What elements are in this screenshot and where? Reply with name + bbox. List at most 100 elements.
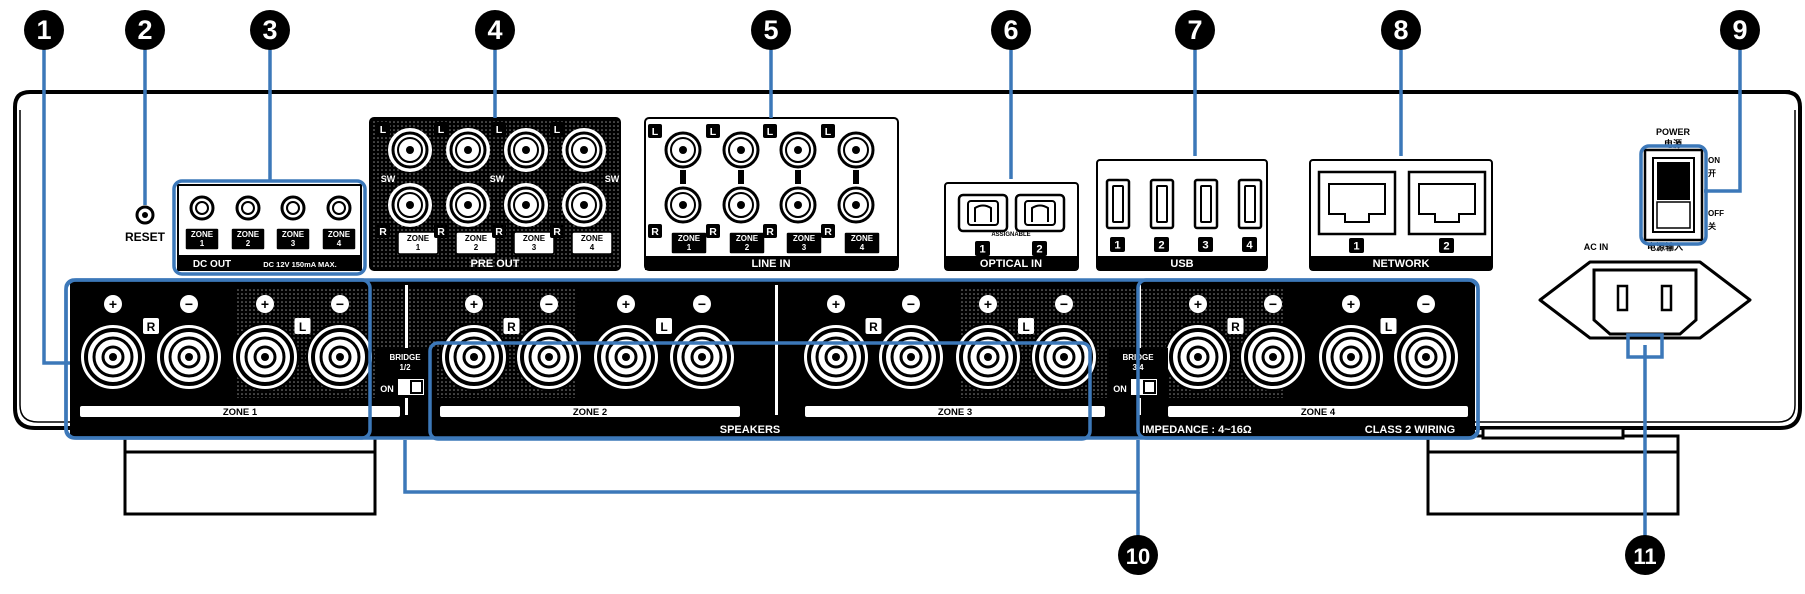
dc-out-zone-1-line: 1 xyxy=(200,239,205,248)
callout-number-1: 1 xyxy=(36,15,51,45)
speaker-terminal-1-minus-hole xyxy=(185,353,193,361)
pre-out-sw-2: SW xyxy=(490,174,505,184)
usb-port-num-4-box xyxy=(1242,237,1257,252)
pre-out-jack-l-4-pin xyxy=(580,146,588,154)
speaker-zone-2: ZONE 2 xyxy=(573,407,607,418)
speaker-channel-box-8 xyxy=(1380,318,1397,334)
line-in-r-1: R xyxy=(651,226,659,238)
pre-out-zone-4-box xyxy=(571,231,613,255)
line-in-zone-1-box xyxy=(670,231,708,255)
usb-port-num-2-box xyxy=(1154,237,1169,252)
speaker-minus-mark-6 xyxy=(1055,295,1073,313)
network-port-1-socket xyxy=(1328,183,1386,223)
line-in-l-4-box xyxy=(821,124,835,138)
speaker-terminal-7-plus-hole xyxy=(1194,353,1202,361)
callout-number-4: 4 xyxy=(487,15,502,45)
line-in-link-3 xyxy=(795,170,801,184)
optical-port-num-2: 2 xyxy=(1036,244,1042,256)
speaker-channel-box-4 xyxy=(656,318,672,334)
callout-number-3: 3 xyxy=(262,15,277,45)
bridge-sub-1: 1/2 xyxy=(399,363,411,372)
pre-out-sw-3: SW xyxy=(605,174,620,184)
line-in-zone-2-box xyxy=(728,231,766,255)
speaker-plus-mark-2 xyxy=(256,295,274,313)
network-port-num-2-box xyxy=(1439,238,1454,253)
pre-out-r-1: R xyxy=(379,226,387,238)
usb-port-num-1: 1 xyxy=(1114,240,1120,252)
pre-out-r-3: R xyxy=(495,226,503,238)
callout-number-6: 6 xyxy=(1003,15,1018,45)
speaker-minus-mark-2 xyxy=(331,295,349,313)
speaker-plus-8: + xyxy=(1347,296,1355,312)
speaker-minus-mark-5 xyxy=(902,295,920,313)
usb-title: USB xyxy=(1170,258,1193,270)
speaker-plus-mark-6 xyxy=(979,295,997,313)
dc-out-zone-4-line: 4 xyxy=(337,239,342,248)
line-in-zone-3-box xyxy=(785,231,823,255)
power-off-cn: 关 xyxy=(1708,221,1716,231)
pre-out-r-3-box xyxy=(492,224,506,238)
line-in-zone-2-line: 2 xyxy=(745,243,750,252)
line-in-jack-l-2-pin xyxy=(737,146,745,154)
line-in-r-1-box xyxy=(648,224,662,238)
speaker-zone-3: ZONE 3 xyxy=(938,407,972,418)
pre-out-jack-l-3-pin xyxy=(522,146,530,154)
speaker-zone-bar-2 xyxy=(440,406,740,417)
speaker-minus-mark-4 xyxy=(693,295,711,313)
usb-port-num-2: 2 xyxy=(1158,240,1164,252)
ac-in-label: AC IN xyxy=(1584,242,1609,252)
speaker-terminal-2-plus-hole xyxy=(261,353,269,361)
usb-port-num-1-box xyxy=(1110,237,1125,252)
speaker-channel-box-7 xyxy=(1227,318,1244,334)
speaker-minus-1: − xyxy=(185,296,193,312)
speaker-minus-2: − xyxy=(336,296,344,312)
callout-badge-8 xyxy=(1381,10,1421,50)
network-port-num-2: 2 xyxy=(1443,241,1449,253)
line-in-r-2-box xyxy=(706,224,720,238)
speaker-minus-6: − xyxy=(1060,296,1068,312)
line-in-link-2 xyxy=(738,170,744,184)
dc-out-zone-4-line: ZONE xyxy=(328,230,351,239)
speaker-terminal-6-plus-hole xyxy=(984,353,992,361)
bridge-on-2: ON xyxy=(1113,384,1127,394)
usb-port-num-4: 4 xyxy=(1246,240,1253,252)
speaker-channel-4: L xyxy=(660,320,667,334)
line-in-jack-r-4-pin xyxy=(852,201,860,209)
power-title-cn: 电源 xyxy=(1664,138,1682,149)
speaker-terminal-6-minus-hole xyxy=(1060,353,1068,361)
speaker-channel-5: R xyxy=(869,320,878,334)
speaker-channel-7: R xyxy=(1231,320,1240,334)
pre-out-l-4-box xyxy=(550,122,564,136)
callout-badge-6 xyxy=(991,10,1031,50)
pre-out-l-1-box xyxy=(376,122,390,136)
callout-badge-2 xyxy=(125,10,165,50)
callout-lines xyxy=(42,30,1742,536)
dc-out-spec: DC 12V 150mA MAX. xyxy=(263,260,337,269)
line-in-l-2-box xyxy=(706,124,720,138)
optical-port-num-1-box xyxy=(975,241,990,256)
speaker-plus-mark-3 xyxy=(465,295,483,313)
speaker-plus-mark-5 xyxy=(827,295,845,313)
speaker-divider-2 xyxy=(775,285,778,415)
optical-assignable: ASSIGNABLE xyxy=(991,232,1030,238)
bridge-switch-2-knob xyxy=(1143,380,1156,394)
optical-port-1-shutter xyxy=(974,204,992,222)
pre-out-title: PRE OUT xyxy=(471,258,520,270)
callout-badge-7 xyxy=(1175,10,1215,50)
pre-out-l-3: L xyxy=(496,124,503,136)
line-in-title: LINE IN xyxy=(751,258,790,270)
speaker-plus-mark-8 xyxy=(1342,295,1360,313)
callout-number-7: 7 xyxy=(1187,15,1202,45)
power-on: ON xyxy=(1708,156,1720,165)
speaker-minus-7: − xyxy=(1269,296,1277,312)
dc-out-zone-2-line: ZONE xyxy=(237,230,260,239)
speaker-minus-mark-7 xyxy=(1264,295,1282,313)
